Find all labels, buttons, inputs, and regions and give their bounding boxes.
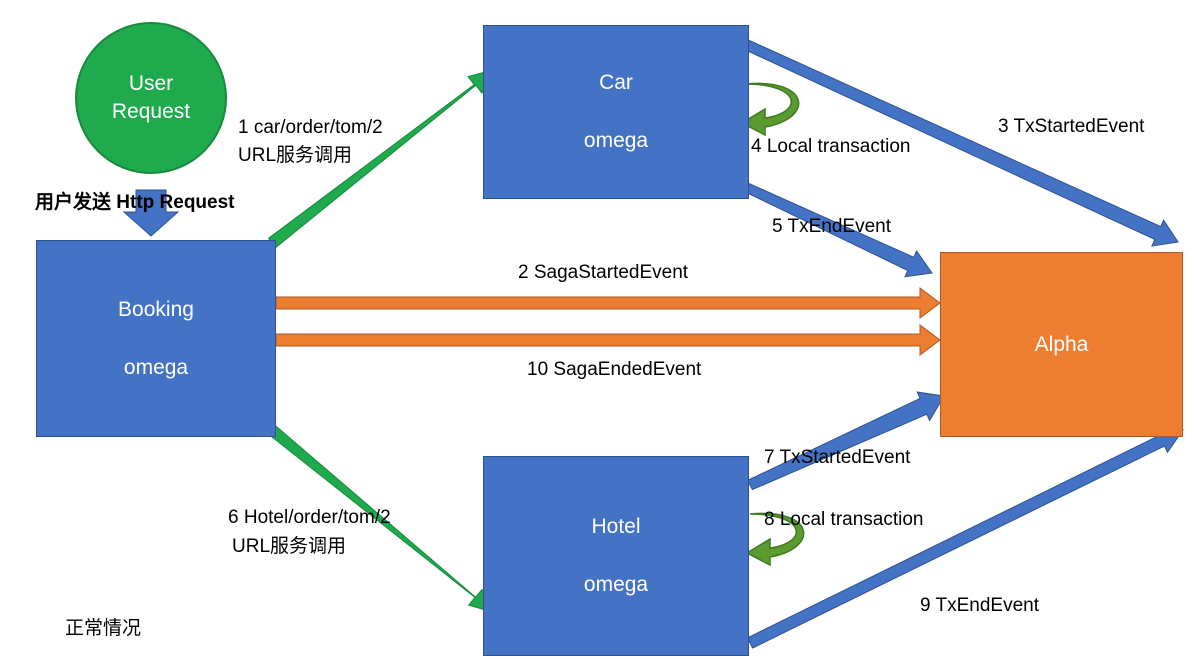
user-send-label: 用户发送 Http Request (35, 192, 235, 213)
car-node-subtitle: omega (583, 129, 649, 152)
saga-ended-arrow (275, 324, 941, 356)
hotel-tx-started-arrow (746, 391, 945, 491)
step3-label: 3 TxStartedEvent (998, 116, 1145, 137)
booking-node-subtitle: omega (123, 355, 189, 379)
user-to-booking-arrow (122, 189, 180, 237)
booking-to-hotel-arrow (267, 425, 493, 613)
step2-label: 2 SagaStartedEvent (518, 262, 689, 283)
hotel-node-subtitle: omega (583, 573, 649, 596)
step9-label: 9 TxEndEvent (920, 595, 1040, 616)
user-request-line1: User (128, 72, 174, 95)
car-omega-node: Car omega (483, 25, 749, 199)
booking-node-title: Booking (118, 297, 194, 321)
step1-label-line2: URL服务调用 (238, 145, 353, 166)
step4-label: 4 Local transaction (751, 136, 911, 157)
car-local-transaction-arrow (740, 82, 800, 137)
step8-label: 8 Local transaction (764, 509, 924, 530)
step6-label-line1: 6 Hotel/order/tom/2 (228, 507, 391, 528)
step5-label: 5 TxEndEvent (772, 216, 892, 237)
step6-label-line2: URL服务调用 (232, 536, 347, 557)
booking-omega-node: Booking omega (36, 240, 276, 437)
step10-label: 10 SagaEndedEvent (527, 359, 702, 380)
step7-label: 7 TxStartedEvent (764, 447, 911, 468)
car-tx-end-arrow (734, 178, 933, 278)
caption-label: 正常情况 (65, 618, 142, 639)
alpha-node: Alpha (940, 252, 1183, 437)
step1-label-line1: 1 car/order/tom/2 (238, 117, 383, 138)
hotel-node-title: Hotel (591, 515, 641, 538)
user-request-line2: Request (111, 100, 191, 123)
user-request-node: User Request (75, 22, 227, 174)
alpha-node-title: Alpha (1034, 332, 1089, 356)
hotel-omega-node: Hotel omega (483, 456, 749, 656)
hotel-local-transaction-arrow (745, 512, 805, 567)
saga-started-arrow (275, 287, 941, 319)
car-tx-started-arrow (733, 34, 1179, 247)
car-node-title: Car (599, 71, 633, 94)
